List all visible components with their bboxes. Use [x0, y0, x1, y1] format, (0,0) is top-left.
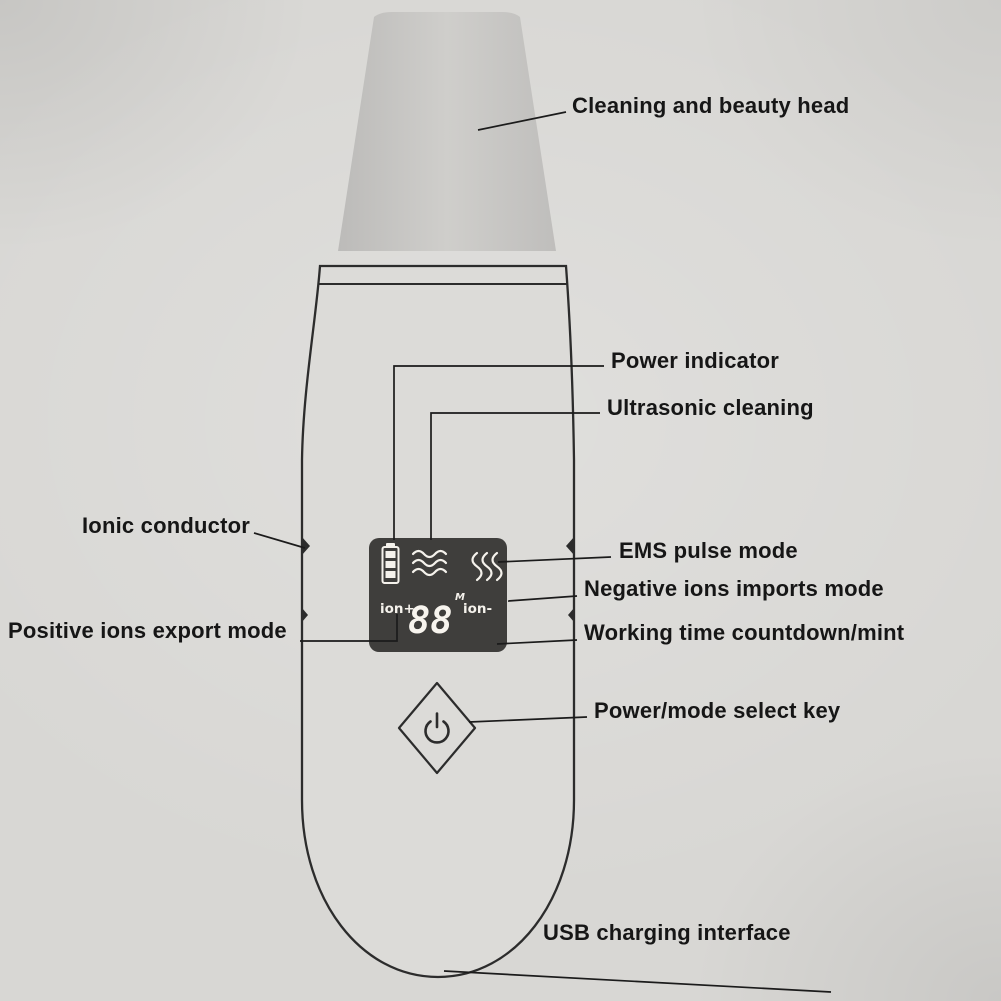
label-cleaning-head: Cleaning and beauty head: [572, 93, 850, 118]
callout-positive-ions: [300, 614, 398, 642]
callout-ionic-conductor: [253, 532, 306, 549]
side-notch-left-lower: [302, 608, 308, 622]
label-working-time: Working time countdown/mint: [584, 620, 905, 645]
callout-power-indicator: [393, 365, 604, 540]
ems-pulse-icon: [471, 551, 503, 582]
callout-cleaning-head: [477, 111, 567, 131]
label-power-mode-key: Power/mode select key: [594, 698, 841, 723]
callout-negative-ions: [507, 595, 578, 602]
display-panel: [369, 538, 507, 652]
label-usb-interface: USB charging interface: [543, 920, 791, 945]
callout-working-time: [496, 639, 578, 645]
callout-ultrasonic-cleaning: [430, 412, 600, 540]
label-positive-ions-mode: Positive ions export mode: [8, 618, 287, 643]
side-notch-left: [302, 537, 310, 555]
label-power-indicator: Power indicator: [611, 348, 780, 373]
label-negative-ions-mode: Negative ions imports mode: [584, 576, 884, 601]
power-mode-button: [397, 681, 477, 775]
callout-usb: [443, 970, 832, 993]
label-ultrasonic-cleaning: Ultrasonic cleaning: [607, 395, 814, 420]
ultrasonic-waves-icon: [411, 549, 448, 577]
battery-icon: [381, 543, 400, 584]
side-notch-right: [566, 537, 574, 555]
cleaning-head-shape: [338, 12, 556, 251]
display-minute-mark: M: [455, 592, 465, 603]
label-ems-pulse-mode: EMS pulse mode: [619, 538, 798, 563]
display-ion-plus: ion+: [380, 601, 415, 617]
display-time-digits: 88: [408, 599, 453, 642]
side-notch-right-lower: [568, 608, 574, 622]
power-icon: [424, 712, 450, 744]
label-ionic-conductor: Ionic conductor: [82, 513, 250, 538]
callout-ems-pulse: [497, 556, 612, 563]
callout-lines: [253, 111, 832, 993]
display-ion-minus: ion-: [463, 601, 492, 617]
callout-power-mode-key: [468, 716, 588, 723]
